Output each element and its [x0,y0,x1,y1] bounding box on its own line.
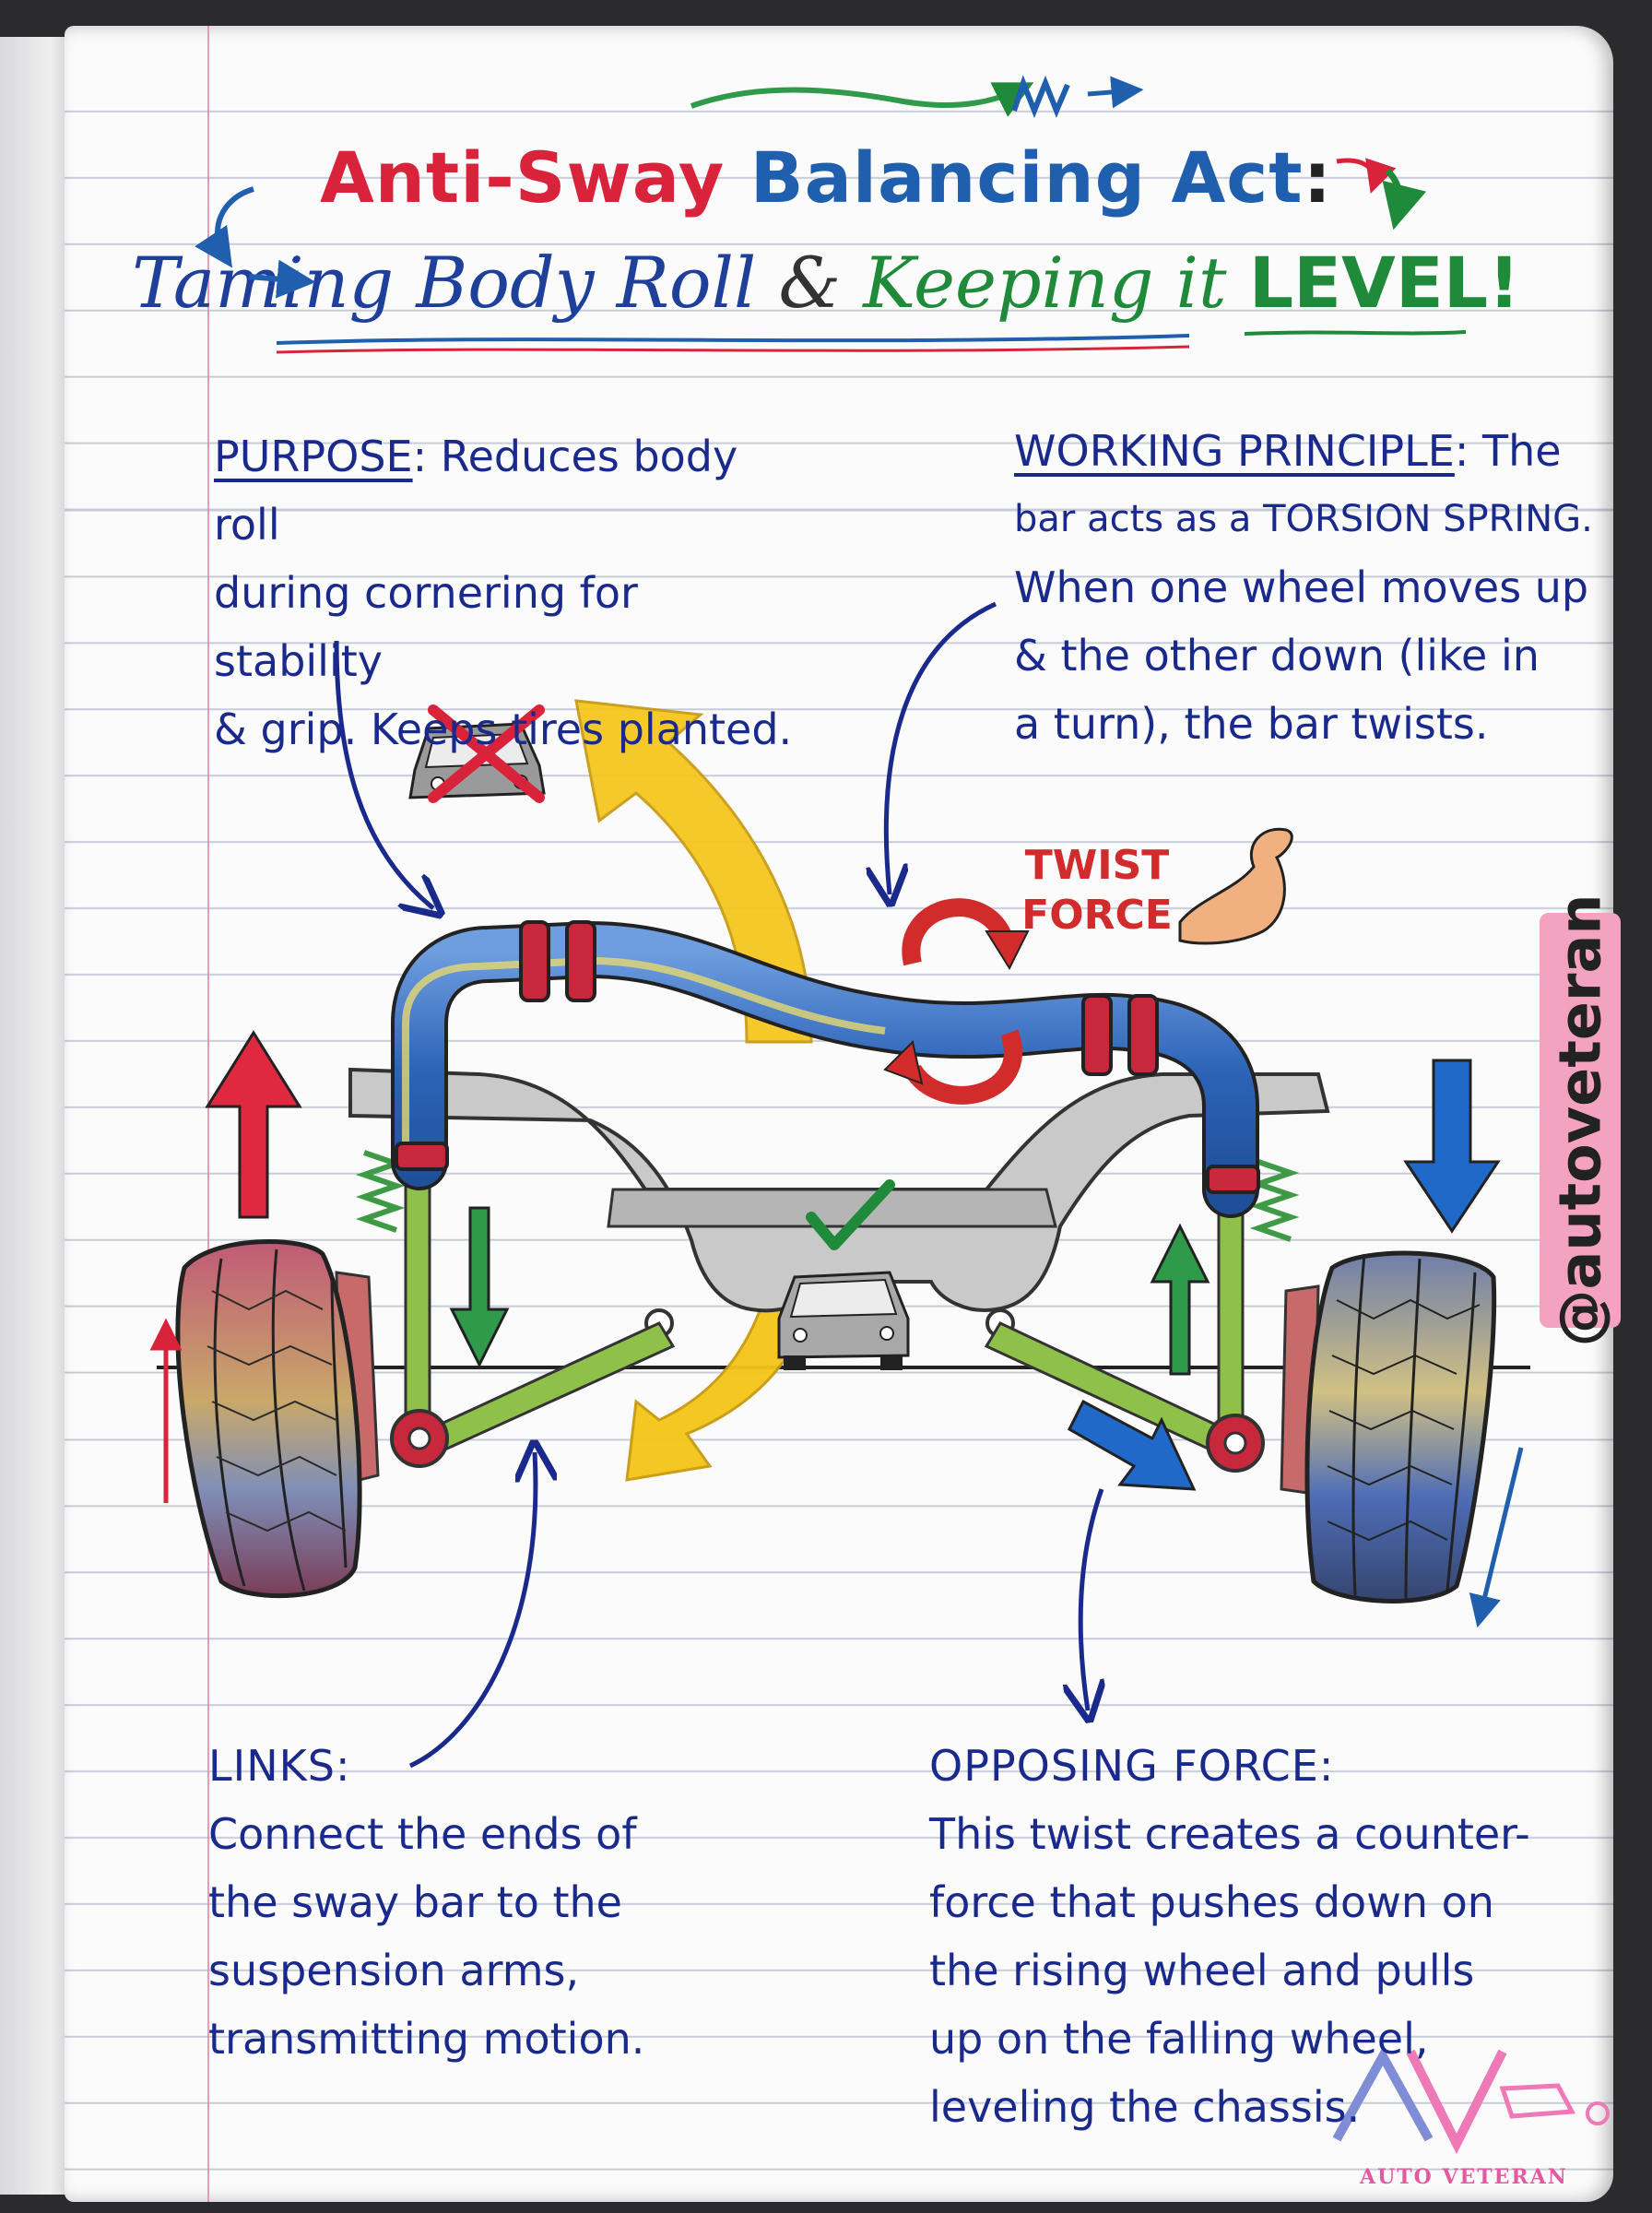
handle-text: @autoveteran [1546,893,1614,1347]
left-page [0,37,72,2195]
title-ampersand: & [778,242,842,324]
bar-bushings [395,920,1260,1194]
principle-line-2: bar acts as a TORSION SPRING. [1014,498,1593,540]
opposing-note: OPPOSING FORCE: This twist creates a cou… [929,1732,1593,2141]
purpose-heading: PURPOSE [214,432,413,481]
right-diagonal-arrow-icon [1068,1399,1197,1491]
opposing-line-4: up on the falling wheel, [929,2014,1429,2064]
twist-label-line2: FORCE [1021,892,1173,939]
yellow-arrow-up-icon [574,699,813,1044]
purpose-sep: : [412,432,428,481]
right-thin-down-arrow [1469,1447,1524,1628]
principle-line-5: a turn), the bar twists. [1014,699,1489,749]
links-line-4: transmitting motion. [208,2014,645,2064]
principle-line-3: When one wheel moves up [1014,562,1589,612]
twist-force-label: TWIST FORCE [1000,841,1194,941]
car-check-icon [777,1179,910,1370]
principle-heading: WORKING PRINCIPLE [1014,426,1455,476]
bicep-icon [1178,827,1293,945]
links-note: LINKS: Connect the ends of the sway bar … [208,1732,761,2073]
title-line-2: Taming Body Roll & Keeping it LEVEL! [0,242,1652,324]
links-heading: LINKS: [208,1741,351,1791]
subframe [348,1067,1330,1338]
title-colon: : [1303,136,1333,219]
twist-arrowhead-bottom [883,1040,924,1085]
green-link-arrows [449,1206,1210,1376]
opposing-line-5: leveling the chassis. [929,2082,1361,2132]
logo-name: AUTO VETERAN [1360,2165,1568,2189]
purpose-note: PURPOSE: Reduces body roll during corner… [214,422,813,763]
principle-line-4: & the other down (like in [1014,631,1540,680]
title-decoration [195,75,1467,354]
title-level: LEVEL [1248,242,1489,324]
links-line-1: Connect the ends of [208,1809,637,1859]
title-line-1: Anti-Sway Balancing Act: [0,136,1652,219]
logo-av [1332,2046,1610,2155]
title-taming-body-roll: Taming Body Roll [132,242,757,324]
purpose-line-3: & grip. Keeps tires planted. [214,704,793,754]
margin-line [207,26,209,2202]
opposing-heading: OPPOSING FORCE: [929,1741,1335,1791]
title-balancing-act: Balancing Act [749,136,1304,219]
purpose-line-2: during cornering for stability [214,568,638,686]
links-line-3: suspension arms, [208,1946,580,1995]
notebook-page [65,26,1613,2202]
right-down-arrow-icon [1403,1059,1501,1234]
handle-tag [1540,913,1621,1328]
opposing-line-1: This twist creates a counter- [929,1809,1530,1859]
principle-note: WORKING PRINCIPLE: The bar acts as a TOR… [1014,417,1604,758]
links-line-2: the sway bar to the [208,1877,622,1927]
twist-arrows-icon [902,898,1022,1105]
principle-sep: : [1454,426,1469,476]
title-anti-sway: Anti-Sway [319,136,726,219]
purpose-line-1: Reduces body roll [214,432,738,550]
title-keeping-it: Keeping it [863,242,1227,324]
title-bang: ! [1488,242,1520,324]
right-tire [1304,1250,1497,1604]
car-crossed-icon [408,704,546,803]
sway-bar [391,921,1259,1218]
opposing-line-2: force that pushes down on [929,1877,1494,1927]
coil-springs [355,1150,1300,1242]
left-tire [175,1238,362,1599]
principle-line-1: The [1481,426,1562,476]
control-arms [390,1151,1265,1473]
pointer-arrows [334,601,1102,1769]
twist-arrowhead-top [985,930,1030,971]
left-up-arrow-icon [205,1030,302,1219]
opposing-line-3: the rising wheel and pulls [929,1946,1475,1995]
twist-label-line1: TWIST [1024,842,1170,889]
